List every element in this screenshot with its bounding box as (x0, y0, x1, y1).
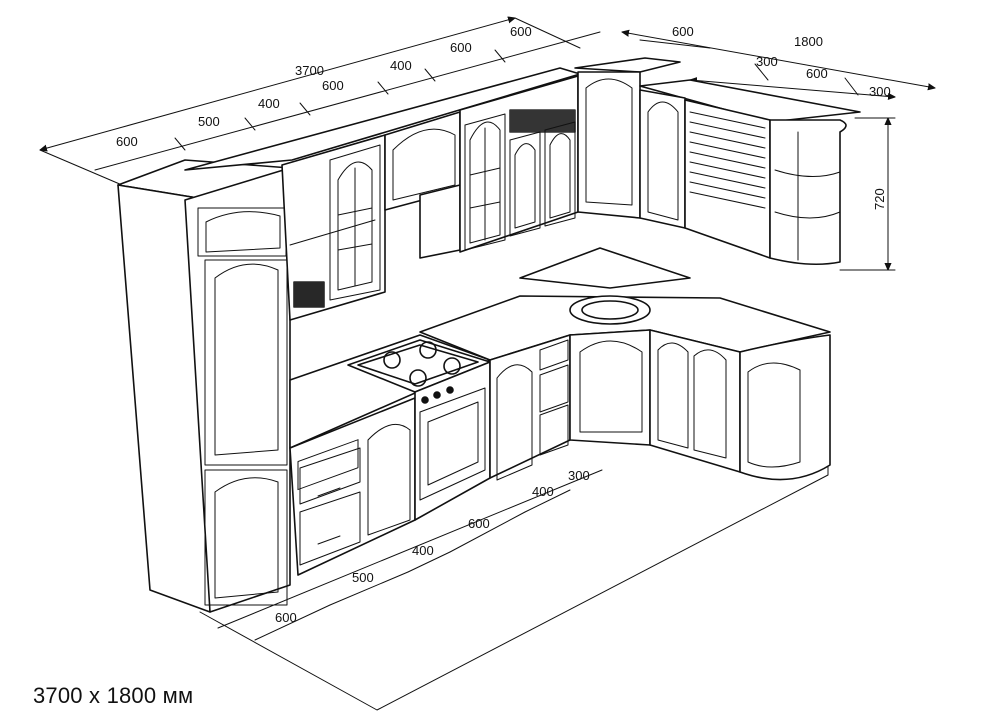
floor-outline (199, 459, 829, 711)
dim-upper-seg-7: 600 (510, 24, 532, 39)
dim-upper-seg-3: 400 (258, 96, 280, 111)
roller-shutter (689, 111, 766, 209)
dim-floor-seg-3: 400 (412, 543, 434, 558)
dimension-lines-top (39, 18, 936, 271)
dim-upper-seg-1: 600 (116, 134, 138, 149)
upper-cabinets-right (574, 57, 861, 266)
dim-floor-seg-5: 400 (532, 484, 554, 499)
dim-floor-seg-2: 500 (352, 570, 374, 585)
dim-right-seg-1: 300 (756, 54, 778, 69)
size-caption: 3700 х 1800 мм (33, 683, 194, 708)
dim-height: 720 (872, 188, 887, 210)
dim-floor-seg-4: 600 (468, 516, 490, 531)
dim-upper-seg-5: 400 (390, 58, 412, 73)
base-cabinets-corner (419, 247, 831, 481)
dim-right-total: 1800 (794, 34, 823, 49)
dim-right-first: 600 (672, 24, 694, 39)
dim-floor-seg-1: 600 (275, 610, 297, 625)
dim-upper-seg-6: 600 (450, 40, 472, 55)
dim-upper-total: 3700 (295, 63, 324, 78)
dim-right-seg-3: 300 (869, 84, 891, 99)
dimension-labels: 3700 600 500 400 600 400 600 600 1800 60… (116, 24, 891, 625)
dim-right-seg-2: 600 (806, 66, 828, 81)
dim-upper-seg-4: 600 (322, 78, 344, 93)
tall-cabinet (117, 159, 291, 613)
dim-floor-seg-6: 300 (568, 468, 590, 483)
dim-upper-seg-2: 500 (198, 114, 220, 129)
stove (347, 339, 491, 521)
